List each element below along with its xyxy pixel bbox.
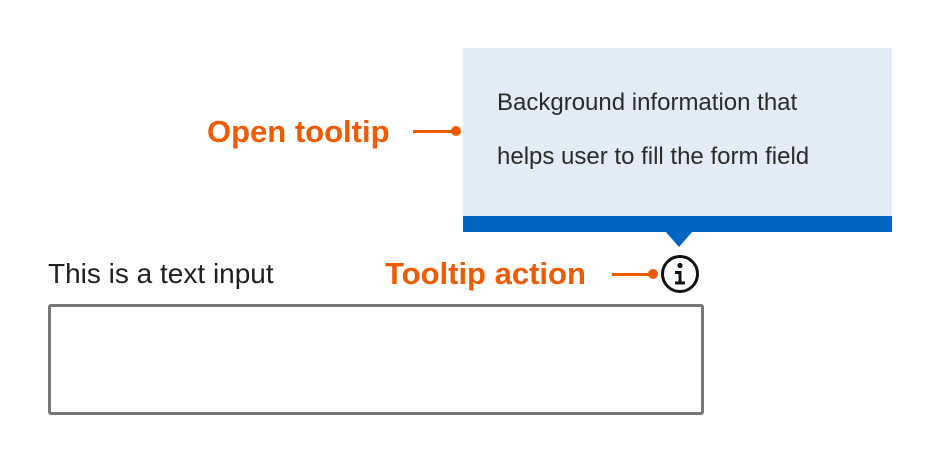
text-input-label: This is a text input	[48, 258, 274, 289]
tooltip-pointer	[665, 231, 693, 247]
info-icon[interactable]	[660, 254, 700, 294]
annotation-tooltip-action: Tooltip action	[385, 256, 586, 291]
tooltip-text: Background information that helps user t…	[497, 76, 877, 184]
tooltip-line-2: helps user to fill the form field	[497, 143, 810, 170]
annotation-open-tooltip: Open tooltip	[207, 114, 390, 149]
tooltip-line-1: Background information that	[497, 89, 798, 116]
annotation-dot-action	[648, 269, 658, 279]
text-input-field[interactable]	[48, 304, 704, 415]
annotation-connector-open	[413, 130, 455, 133]
annotation-dot-open	[451, 126, 461, 136]
annotation-connector-action	[612, 273, 652, 276]
tooltip-accent-bar	[463, 216, 892, 232]
tooltip-panel: Background information that helps user t…	[463, 48, 892, 232]
